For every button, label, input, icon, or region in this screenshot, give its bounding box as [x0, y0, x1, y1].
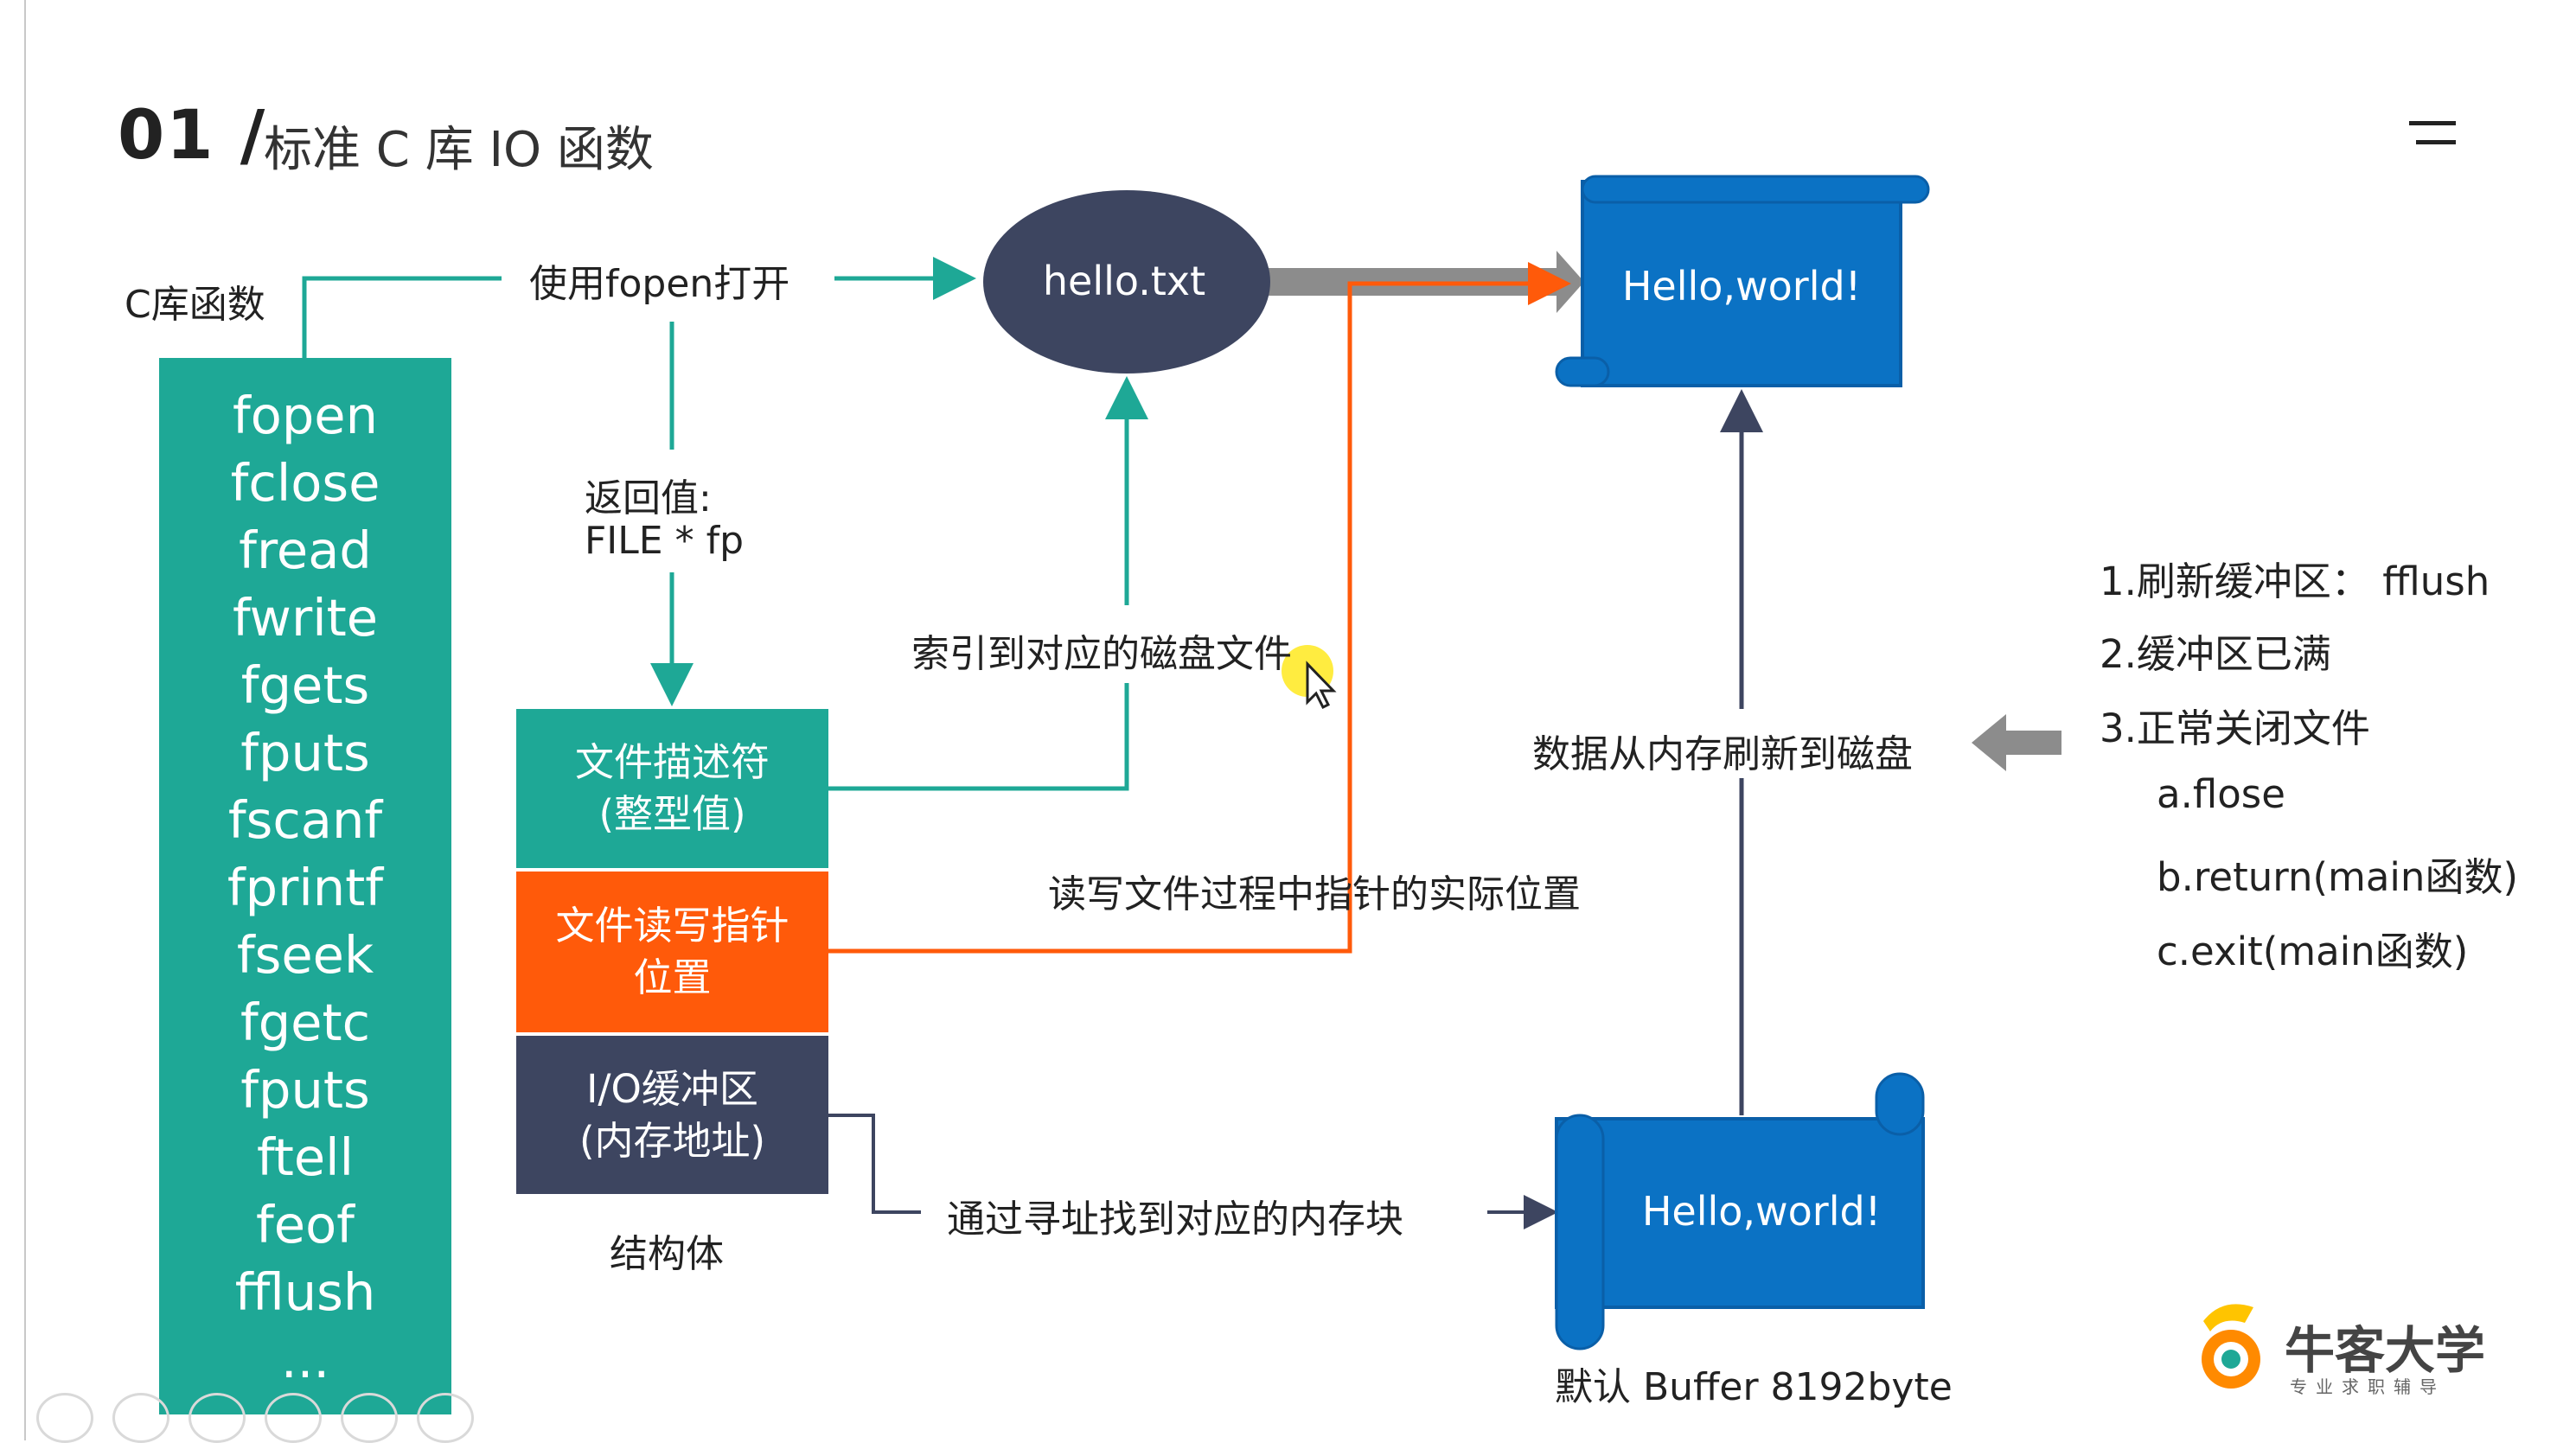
clib-function-item: ...: [280, 1330, 330, 1389]
return-label-line2: FILE * fp: [585, 519, 744, 563]
pointer-connector: [828, 262, 1571, 954]
menu-icon[interactable]: [2409, 121, 2456, 147]
condition-arrow-shaft: [2004, 731, 2061, 755]
clib-label: C库函数: [125, 283, 265, 327]
prev-icon[interactable]: [36, 1393, 93, 1443]
clib-connector: [302, 276, 502, 358]
buffer-scroll: [1555, 1072, 1925, 1350]
struct-pointer-block: 文件读写指针 位置: [516, 872, 828, 1032]
clib-function-item: fputs: [240, 1060, 370, 1120]
fopen-label: 使用fopen打开: [529, 262, 790, 306]
condition-item-3: 3.正常关闭文件: [2100, 706, 2370, 751]
fd-line2: (整型值): [598, 791, 746, 837]
clib-function-item: fread: [239, 520, 372, 580]
condition-arrow-head: [1972, 714, 2006, 771]
clib-function-box: fopen fclose fread fwrite fgets fputs fscanf fp…: [159, 358, 451, 1414]
pointer-label: 读写文件过程中指针的实际位置: [1048, 872, 1581, 916]
clib-function-item: fgets: [240, 655, 370, 715]
flush-label: 数据从内存刷新到磁盘: [1527, 723, 1918, 778]
disk-scroll: [1555, 175, 1930, 387]
logo-icon: [2202, 1304, 2260, 1389]
buffer-scroll-text: Hello,world!: [1641, 1188, 1882, 1235]
struct-buffer-block: I/O缓冲区 (内存地址): [516, 1036, 828, 1194]
clib-function-item: fwrite: [232, 588, 379, 648]
buf-line1: I/O缓冲区: [586, 1065, 758, 1112]
condition-item-1: 1.刷新缓冲区： fflush: [2100, 559, 2490, 604]
slide-number: 01 /: [118, 97, 267, 175]
pen-icon[interactable]: [189, 1393, 246, 1443]
zoom-icon[interactable]: [341, 1393, 398, 1443]
cursor-icon: [1306, 661, 1337, 710]
buf-line2: (内存地址): [578, 1117, 766, 1164]
return-label-line1: 返回值:: [585, 476, 712, 520]
ptr-line2: 位置: [633, 955, 712, 1000]
buffer-caption: 默认 Buffer 8192byte: [1555, 1365, 1953, 1409]
struct-fd-block: 文件描述符 (整型值): [516, 709, 828, 868]
condition-item-3a: a.flose: [2157, 771, 2285, 817]
struct-caption: 结构体: [610, 1232, 724, 1276]
clib-function-item: fflush: [234, 1262, 376, 1322]
clib-function-item: fclose: [230, 453, 380, 513]
grid-icon[interactable]: [265, 1393, 322, 1443]
clib-function-item: fprintf: [227, 858, 384, 917]
hello-txt-label: hello.txt: [1042, 258, 1206, 304]
clib-function-item: fgetc: [240, 993, 371, 1052]
index-label: 索引到对应的磁盘文件: [911, 632, 1292, 676]
condition-item-2: 2.缓冲区已满: [2100, 631, 2331, 677]
condition-item-3c: c.exit(main函数): [2157, 929, 2469, 974]
index-connector: [828, 683, 1129, 791]
disk-scroll-text: Hello,world!: [1621, 263, 1862, 310]
logo-tagline: 专业求职辅导: [2290, 1376, 2445, 1397]
clib-function-item: ftell: [257, 1127, 354, 1187]
clib-function-item: feof: [256, 1195, 355, 1255]
condition-item-3b: b.return(main函数): [2157, 854, 2519, 900]
fd-line1: 文件描述符: [574, 739, 770, 785]
clib-function-item: fseek: [236, 925, 374, 985]
left-border: [24, 0, 26, 1440]
slide-title: 标准 C 库 IO 函数: [264, 122, 654, 178]
address-connector: [828, 1114, 921, 1214]
address-label: 通过寻址找到对应的内存块: [947, 1197, 1403, 1242]
more-icon[interactable]: [417, 1393, 474, 1443]
clib-function-item: fopen: [232, 386, 378, 445]
clib-function-list: fopen fclose fread fwrite fgets fputs fscanf fp…: [159, 382, 451, 1394]
play-icon[interactable]: [112, 1393, 169, 1443]
ptr-line1: 文件读写指针: [555, 903, 789, 948]
clib-function-item: fscanf: [227, 790, 383, 850]
logo-name: 牛客大学: [2285, 1321, 2486, 1380]
hello-txt-node: [983, 190, 1270, 374]
clib-function-item: fputs: [240, 723, 370, 782]
